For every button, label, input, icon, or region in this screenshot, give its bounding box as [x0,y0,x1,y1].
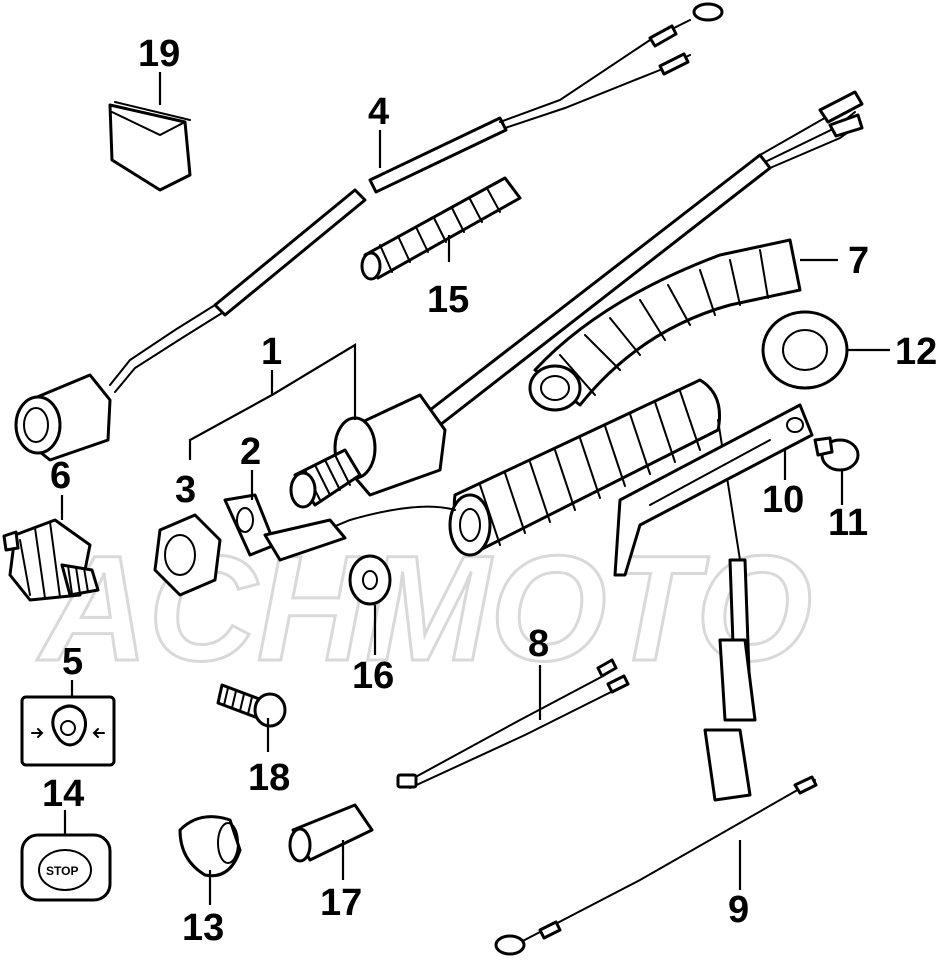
callout-18: 18 [248,757,290,799]
callout-8: 8 [528,623,549,665]
part-14-stop-plate: STOP [20,833,112,902]
part-12-grommet [761,310,849,390]
callout-6: 6 [50,455,71,497]
watermark: ACHMOTO [36,524,812,692]
part-6-switch [14,373,112,462]
callout-14: 14 [42,773,84,815]
callout-labels: 19 4 15 7 12 1 2 3 6 10 11 16 8 5 14 18 … [42,33,937,949]
stop-label: STOP [46,864,78,878]
part-2-clip [223,493,347,562]
callout-19: 19 [138,33,180,75]
part-5-label-plate [20,695,116,767]
callout-15: 15 [427,279,469,321]
callout-1: 1 [261,331,282,373]
callout-16: 16 [352,655,394,697]
callout-17: 17 [320,882,362,924]
callout-9: 9 [728,889,749,931]
part-10-bracket [613,403,814,577]
callout-12: 12 [895,331,937,373]
callout-7: 7 [848,240,869,282]
part-15-spiral-tube [360,176,522,281]
part-3-nut [153,513,222,597]
coiled-cord [289,378,746,641]
callout-11: 11 [828,502,868,544]
part-8-harness [396,658,630,789]
part-11-screw [813,436,860,472]
part-9-ground-wire [494,775,818,956]
part-7-corrugated-tube [528,238,802,412]
leader-lines [60,72,890,905]
callout-3: 3 [175,469,196,511]
part-16-washer [348,554,392,606]
part-19-cap [108,101,192,192]
part-1-main-switch [289,90,864,509]
callout-10: 10 [762,479,804,521]
part-13-plug [178,815,242,878]
part-17-sleeve [288,803,374,863]
lanyard-clip [703,558,757,802]
part-5-switch-body [2,518,100,602]
callout-4: 4 [368,91,389,133]
callout-5: 5 [62,641,83,683]
part-18-bolt [216,683,287,728]
callout-2: 2 [240,431,261,473]
part-4-wire [109,2,724,393]
callout-13: 13 [182,907,224,949]
